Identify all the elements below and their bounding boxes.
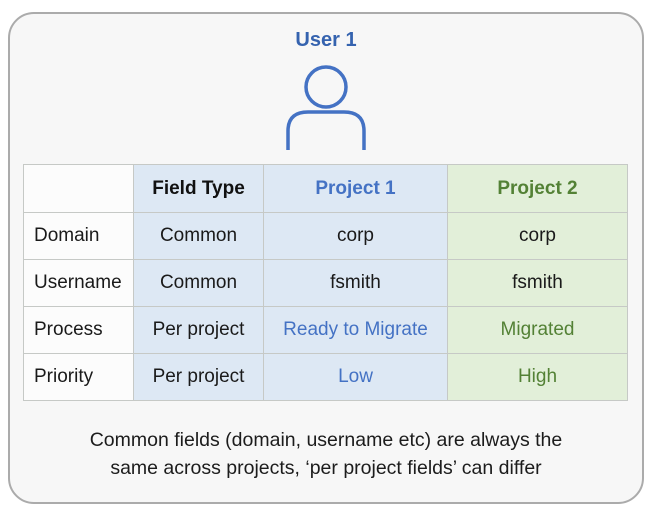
person-icon: [286, 65, 366, 150]
project1-cell: Ready to Migrate: [263, 306, 448, 354]
project1-cell: fsmith: [263, 259, 448, 307]
project2-cell: High: [447, 353, 628, 401]
table-row-priority: Priority Per project Low High: [23, 353, 628, 401]
project1-cell: corp: [263, 212, 448, 260]
table-row-process: Process Per project Ready to Migrate Mig…: [23, 306, 628, 354]
header-project-1: Project 1: [263, 164, 448, 213]
footer-note-line2: same across projects, ‘per project field…: [110, 457, 542, 479]
project2-cell: corp: [447, 212, 628, 260]
header-field-type: Field Type: [133, 164, 264, 213]
fields-table: Field Type Project 1 Project 2 Domain Co…: [23, 164, 628, 401]
table-row-username: Username Common fsmith fsmith: [23, 259, 628, 307]
header-project-2: Project 2: [447, 164, 628, 213]
project1-cell: Low: [263, 353, 448, 401]
footer-note: Common fields (domain, username etc) are…: [10, 426, 642, 482]
field-type-cell: Per project: [133, 353, 264, 401]
row-label: Username: [23, 259, 134, 307]
field-type-cell: Common: [133, 212, 264, 260]
header-blank-cell: [23, 164, 134, 213]
user-title: User 1: [295, 29, 357, 51]
table-header-row: Field Type Project 1 Project 2: [23, 164, 628, 213]
row-label: Domain: [23, 212, 134, 260]
project2-cell: Migrated: [447, 306, 628, 354]
row-label: Priority: [23, 353, 134, 401]
project2-cell: fsmith: [447, 259, 628, 307]
footer-note-line1: Common fields (domain, username etc) are…: [89, 429, 563, 451]
field-type-cell: Per project: [133, 306, 264, 354]
field-type-cell: Common: [133, 259, 264, 307]
diagram-card: User 1 Field Type Project 1 Project 2 Do…: [8, 12, 644, 504]
table-row-domain: Domain Common corp corp: [23, 212, 628, 260]
row-label: Process: [23, 306, 134, 354]
